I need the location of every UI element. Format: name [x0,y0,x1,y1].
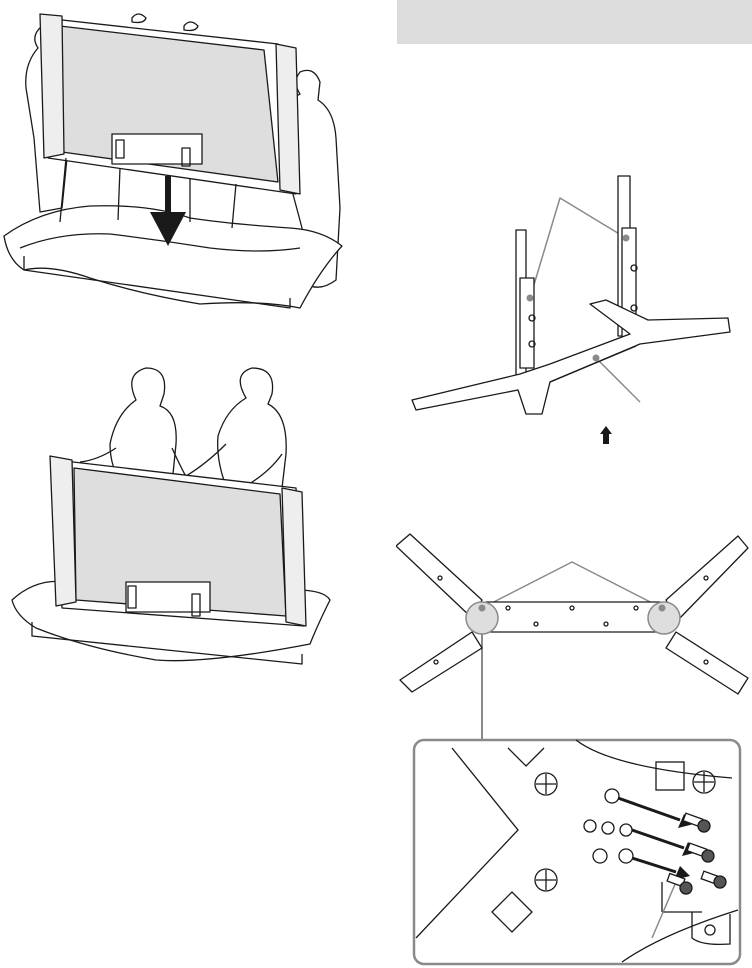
tv-lying-on-cloth-illustration [6,364,336,674]
screw-detail-illustration [412,738,742,966]
stand-assembly-illustration [400,168,752,458]
stand-base-bottom-view-illustration [396,528,752,748]
arrow-up-icon [600,426,612,434]
lower-tv-onto-cloth-illustration [0,8,345,318]
section-header-bar [397,0,752,44]
